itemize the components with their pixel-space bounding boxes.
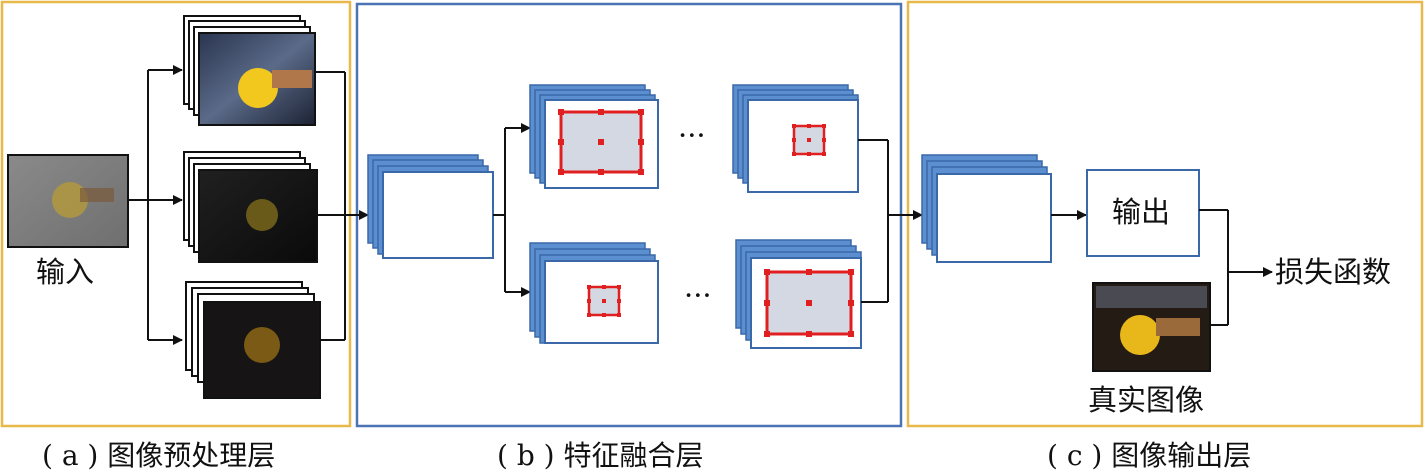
preprocessed-stack-dark bbox=[183, 151, 318, 263]
input-label: 输入 bbox=[36, 255, 94, 289]
feature-map-large-kernel-top bbox=[529, 84, 659, 189]
ellipsis-top: ··· bbox=[678, 118, 706, 152]
loss-merge-arrows bbox=[1199, 209, 1273, 326]
ellipsis-bottom: ··· bbox=[684, 278, 712, 312]
output-label: 输出 bbox=[1112, 195, 1170, 229]
preprocessed-stack-dim bbox=[185, 281, 321, 399]
loss-function-label: 损失函数 bbox=[1275, 255, 1391, 289]
input-branch-arrows bbox=[128, 65, 183, 345]
input-image bbox=[7, 154, 129, 248]
merge-arrows-a-to-b bbox=[315, 71, 369, 341]
caption-a: ( a ) 图像预处理层 bbox=[42, 439, 275, 472]
fusion-input-feature-stack bbox=[367, 154, 494, 259]
feature-map-small-kernel-top bbox=[732, 84, 859, 193]
preprocessed-stack-enhanced bbox=[183, 15, 316, 126]
fusion-branch-arrows bbox=[493, 123, 531, 297]
ground-truth-image bbox=[1092, 282, 1211, 372]
caption-c: ( c ) 图像输出层 bbox=[1047, 439, 1251, 472]
feature-map-small-kernel-bottom bbox=[529, 242, 659, 344]
output-box: 输出 bbox=[1086, 169, 1200, 257]
output-feature-stack bbox=[921, 154, 1052, 263]
caption-b: ( b ) 特征融合层 bbox=[497, 439, 703, 472]
ground-truth-label: 真实图像 bbox=[1088, 383, 1204, 417]
merge-arrows-b-to-c bbox=[858, 139, 923, 303]
feature-map-large-kernel-bottom bbox=[735, 239, 862, 349]
